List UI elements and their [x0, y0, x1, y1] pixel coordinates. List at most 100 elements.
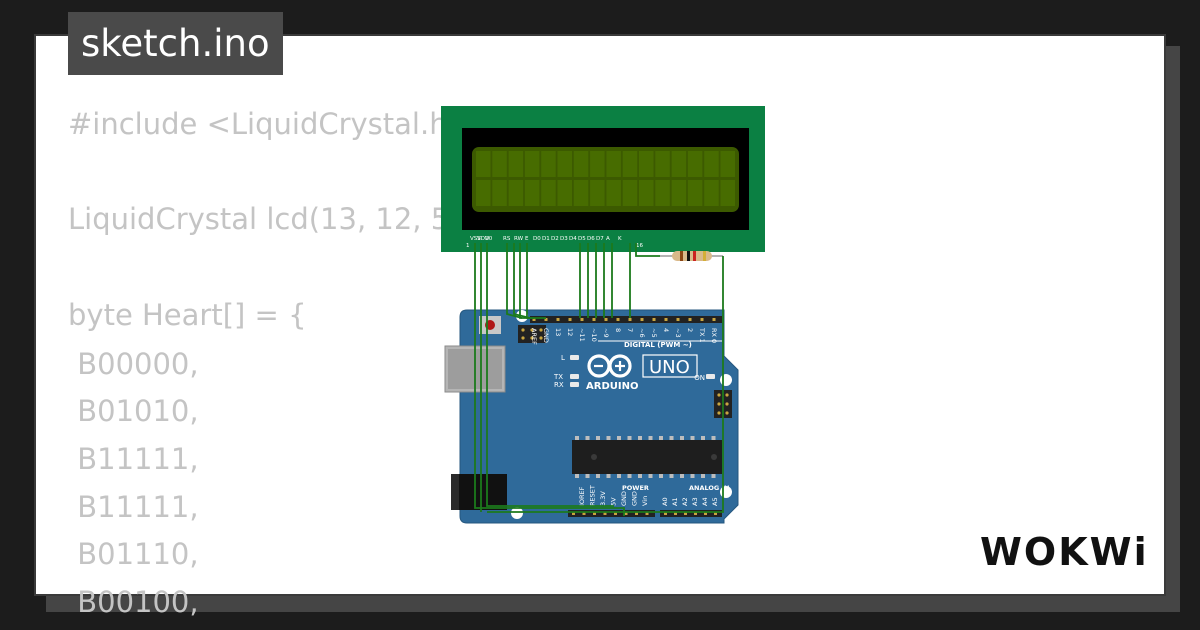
- lcd-cell: [704, 151, 719, 177]
- digital-pin-label: 2: [686, 328, 694, 332]
- lcd-cell: [655, 180, 670, 206]
- header-pin[interactable]: [694, 512, 697, 515]
- chip-pin: [585, 474, 590, 478]
- header-pin[interactable]: [592, 318, 596, 321]
- analog-pin-label: A5: [711, 497, 719, 506]
- header-pin[interactable]: [664, 512, 667, 515]
- power-jack-icon: [451, 474, 507, 510]
- lcd-pin-label: RS: [503, 236, 511, 242]
- header-pin[interactable]: [628, 318, 632, 321]
- lcd-pin-label: D3: [560, 236, 568, 242]
- lcd-pin-last: 16: [636, 243, 643, 249]
- lcd-cell: [541, 180, 556, 206]
- chip-pin: [659, 474, 663, 478]
- header-pin[interactable]: [582, 512, 586, 515]
- arduino-model: UNO: [649, 357, 690, 378]
- lcd-cell: [573, 180, 589, 206]
- header-pin[interactable]: [556, 318, 560, 321]
- lcd-cell: [720, 180, 735, 206]
- header-pin[interactable]: [614, 512, 617, 515]
- chip-pin: [701, 474, 705, 478]
- lcd-cell: [606, 180, 621, 206]
- digital-pin-label: ~5: [650, 328, 658, 338]
- chip-pin: [669, 474, 674, 478]
- chip-icon: [572, 436, 722, 478]
- code-preview: #include <LiquidCrystal.h> LiquidCrystal…: [68, 104, 768, 619]
- header-pin[interactable]: [568, 318, 572, 321]
- chip-pin: [680, 474, 684, 478]
- digital-pin-label: ~9: [602, 328, 610, 338]
- lcd-cell: [557, 151, 572, 177]
- lcd-pin-label: D2: [551, 236, 559, 242]
- header-pin[interactable]: [603, 512, 607, 515]
- lcd-pin-first: 1: [466, 243, 470, 249]
- header-pin[interactable]: [544, 318, 548, 321]
- header-pin[interactable]: [572, 512, 575, 515]
- wokwi-logo-icon[interactable]: WOKWi: [978, 528, 1153, 574]
- wires: [474, 243, 724, 516]
- header-pin[interactable]: [714, 512, 717, 515]
- header-pin[interactable]: [712, 318, 716, 321]
- power-pin-label: Vin: [641, 496, 649, 506]
- code-line: byte Heart[] = {: [68, 298, 307, 332]
- code-line: B01110,: [68, 537, 199, 571]
- lcd-pin-label: D4: [569, 236, 577, 242]
- wire: [487, 256, 724, 513]
- lcd-cell: [687, 180, 703, 206]
- header-pin[interactable]: [580, 318, 584, 321]
- header-pin[interactable]: [676, 318, 680, 321]
- sketch-title[interactable]: sketch.ino: [68, 12, 283, 75]
- header-pin[interactable]: [532, 318, 536, 321]
- lcd-cell: [720, 151, 735, 177]
- chip-pin: [627, 436, 632, 440]
- code-line: B11111,: [68, 490, 199, 524]
- lcd-cell: [476, 180, 491, 206]
- digital-pin-label: 7: [626, 328, 634, 332]
- digital-pin-label: 13: [554, 328, 562, 336]
- chip-pin: [680, 436, 684, 440]
- lcd-cell: [622, 151, 638, 177]
- lcd-cell: [524, 180, 540, 206]
- header-pin[interactable]: [652, 318, 656, 321]
- power-pin-label: 5V: [610, 497, 618, 506]
- lcd-cell: [622, 180, 638, 206]
- header-pin[interactable]: [635, 512, 638, 515]
- header-pin[interactable]: [704, 512, 707, 515]
- reset-button-icon[interactable]: [479, 316, 501, 334]
- digital-pin-label: 4: [662, 328, 670, 332]
- led-l-label: L: [561, 354, 565, 362]
- lcd-cell: [671, 151, 687, 177]
- header-pin[interactable]: [674, 512, 677, 515]
- code-line: B00100,: [68, 585, 199, 619]
- lcd-pin-label: K: [618, 236, 622, 242]
- header-pin[interactable]: [624, 512, 628, 515]
- code-line: B00000,: [68, 347, 199, 381]
- header-pin[interactable]: [664, 318, 668, 321]
- wokwi-logo-text: WOKWi: [980, 530, 1149, 574]
- chip-pin: [627, 474, 632, 478]
- digital-pin-label: GND: [542, 328, 550, 343]
- chip-pin: [690, 474, 695, 478]
- header-pin[interactable]: [593, 512, 596, 515]
- lcd-cell: [606, 151, 621, 177]
- header-pin[interactable]: [645, 512, 649, 515]
- header-pin[interactable]: [700, 318, 704, 321]
- resistor-icon[interactable]: [660, 251, 723, 261]
- code-line: #include <LiquidCrystal.h>: [68, 107, 472, 141]
- digital-pin-label: 8: [614, 328, 622, 332]
- led-rx-label: RX: [554, 381, 564, 389]
- chip-pin: [638, 474, 642, 478]
- header-pin[interactable]: [616, 318, 620, 321]
- lcd-pin-label: VSS: [470, 236, 481, 242]
- header-pin[interactable]: [688, 318, 692, 321]
- analog-pin-label: A0: [661, 497, 669, 506]
- chip-pin: [606, 474, 611, 478]
- header-pin[interactable]: [640, 318, 644, 321]
- digital-header: [530, 316, 722, 323]
- header-pin[interactable]: [684, 512, 687, 515]
- header-pin[interactable]: [604, 318, 608, 321]
- power-pin-label: 3.3V: [599, 491, 607, 506]
- chip-pin: [711, 474, 716, 478]
